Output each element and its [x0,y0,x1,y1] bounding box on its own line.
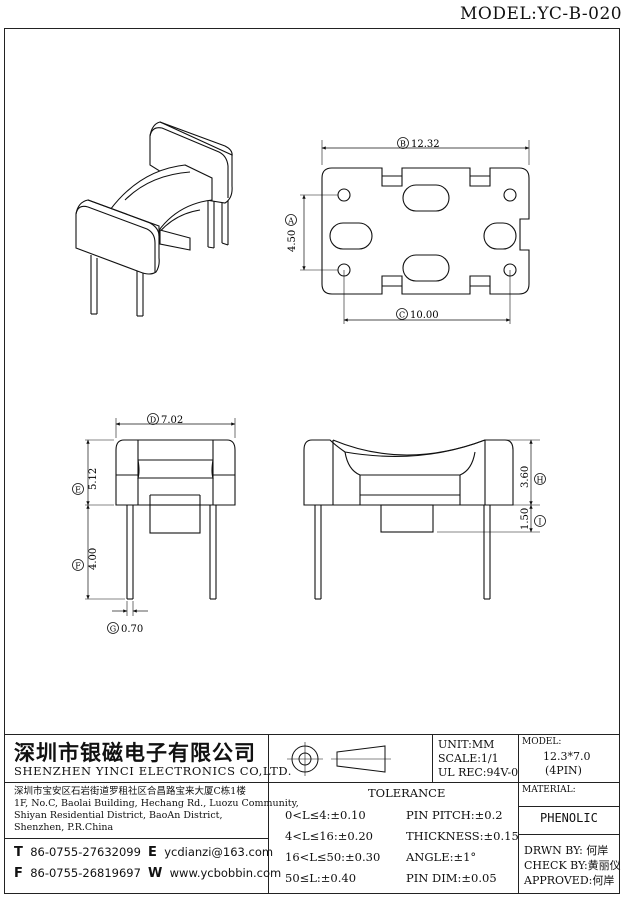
dim-b-symbol: B [400,140,406,149]
dim-f-symbol: F [75,562,81,571]
angle-tolerance: ANGLE:±1° [406,850,477,864]
email: E ycdianzi@163.com [148,845,273,860]
material-value: PHENOLIC [540,811,598,825]
tel-label: T [14,845,23,860]
dimension-g: G 0.70 [107,622,143,635]
dim-i-value: 1.50 [520,508,531,530]
unit: UNIT:MM [438,738,495,751]
scale: SCALE:1/1 [438,752,499,765]
tolerance-title: TOLERANCE [368,786,446,800]
address-en-line-3: Shenzhen, P.R.China [14,822,114,833]
dim-a-value: 4.50 [287,230,298,252]
website: W www.ycbobbin.com [148,866,281,881]
ul-rec: UL REC:94V-0 [438,766,519,779]
dim-h-value: 3.60 [520,466,531,488]
drawn-by: DRWN BY: 何岸 [524,844,609,857]
fax-value: 86-0755-26819697 [30,866,141,880]
front-view [303,439,540,600]
model-header: MODEL:YC-B-020 [460,4,623,24]
email-label: E [148,845,157,860]
dimension-d: D 7.02 [147,413,183,426]
dimension-h: H 3.60 [520,466,546,488]
dim-i-symbol: I [538,518,541,527]
address-en-line-2: Shiyan Residential District, BaoAn Distr… [14,810,223,821]
isometric-view [75,121,233,317]
tolerance-range-3: 16<L≤50:±0.30 [285,850,381,864]
address-en-line-1: 1F, No.C, Baolai Building, Hechang Rd., … [14,798,299,809]
technical-drawing: B 12.32 A 4.50 C 10.00 [72,121,546,635]
pin-pitch-tolerance: PIN PITCH:±0.2 [406,808,503,822]
company-name-en: SHENZHEN YINCI ELECTRONICS CO,LTD. [14,764,293,778]
dimension-b: B 12.32 [397,137,440,150]
dim-g-symbol: G [110,625,116,634]
tolerance-range-4: 50≤L:±0.40 [285,871,357,885]
dim-e-value: 5.12 [88,468,99,490]
dim-d-value: 7.02 [161,415,183,426]
web-value: www.ycbobbin.com [169,866,282,880]
tel-value: 86-0755-27632099 [30,845,141,859]
pin-dim-tolerance: PIN DIM:±0.05 [406,871,497,885]
thickness-tolerance: THICKNESS:±0.15 [406,829,519,843]
model-value: 12.3*7.0 [543,750,591,763]
material-label: MATERIAL: [522,785,576,795]
checked-by: CHECK BY:黄丽仪 [524,859,621,872]
dim-e-symbol: E [75,486,81,495]
model-label: MODEL: [522,737,562,747]
drawing-frame [4,28,620,894]
side-view [85,418,236,616]
dim-f-value: 4.00 [88,548,99,570]
dim-c-symbol: C [399,311,405,320]
dim-d-symbol: D [150,416,156,425]
dimension-i: I 1.50 [520,508,546,530]
approved-by: APPROVED:何岸 [524,874,615,887]
top-view [300,140,530,324]
dimension-e: E 5.12 [72,468,99,495]
dim-a-symbol: A [287,217,294,226]
web-label: W [148,866,163,881]
projection-symbol-icon [287,742,391,776]
dimension-a: A 4.50 [285,214,298,252]
company-name-cn: 深圳市银磁电子有限公司 [14,740,256,765]
dim-h-symbol: H [537,476,544,485]
dim-g-value: 0.70 [121,624,143,635]
tolerance-range-2: 4<L≤16:±0.20 [285,829,373,843]
fax: F 86-0755-26819697 [14,866,141,881]
dim-c-value: 10.00 [410,310,439,321]
telephone: T 86-0755-27632099 [14,845,141,860]
pin-count: (4PIN) [545,764,582,777]
fax-label: F [14,866,23,881]
dim-b-value: 12.32 [411,139,440,150]
tolerance-range-1: 0<L≤4:±0.10 [285,808,366,822]
dimension-f: F 4.00 [72,548,99,571]
email-value: ycdianzi@163.com [164,845,274,859]
dimension-c: C 10.00 [396,308,439,321]
address-cn: 深圳市宝安区石岩街道罗租社区合昌路宝来大厦C栋1楼 [14,786,246,797]
